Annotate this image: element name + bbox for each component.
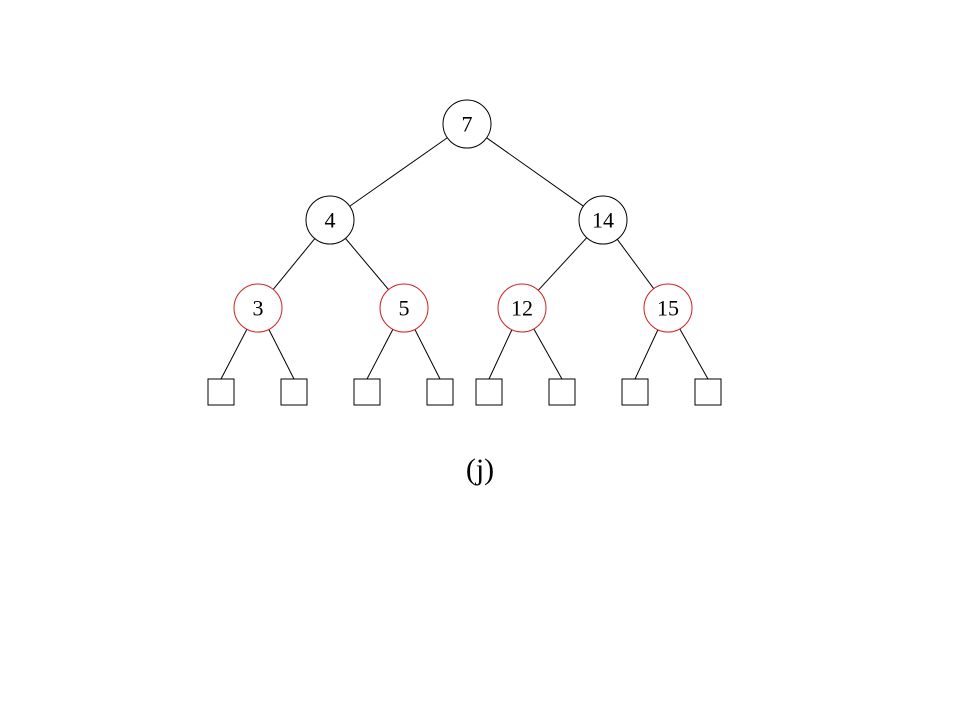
node-circle-5 [379, 283, 429, 333]
leaf-edge-5 [488, 329, 513, 380]
edge-n14-n15 [616, 239, 655, 289]
tree-node-3: 3 [233, 283, 283, 333]
tree-node-7: 7 [442, 99, 492, 149]
leaf-edge-2 [268, 329, 295, 380]
nil-leaf-1 [207, 378, 235, 406]
node-circle-12 [497, 283, 547, 333]
node-circle-14 [578, 195, 628, 245]
figure-caption: (j) [465, 453, 495, 486]
node-label-3: 3 [253, 296, 264, 321]
node-label-4: 4 [325, 208, 336, 233]
tree-nodes: 7 4 14 3 5 12 15 [233, 99, 693, 333]
tree-leaves [207, 378, 722, 406]
node-circle-3 [233, 283, 283, 333]
tree-node-4: 4 [305, 195, 355, 245]
nil-leaf-8 [694, 378, 722, 406]
node-label-15: 15 [657, 296, 679, 321]
leaf-edge-3 [366, 329, 394, 380]
edge-n7-n14 [486, 137, 584, 207]
nil-leaf-7 [621, 378, 649, 406]
nil-leaf-4 [426, 378, 454, 406]
nil-leaf-5 [475, 378, 503, 406]
tree-node-5: 5 [379, 283, 429, 333]
edge-n4-n3 [272, 238, 316, 290]
leaf-edge-1 [220, 329, 248, 380]
node-circle-15 [643, 283, 693, 333]
node-circle-7 [442, 99, 492, 149]
tree-node-12: 12 [497, 283, 547, 333]
nil-leaf-2 [280, 378, 308, 406]
tree-edges [220, 137, 709, 380]
tree-node-15: 15 [643, 283, 693, 333]
leaf-edge-8 [679, 328, 709, 380]
nil-leaf-3 [353, 378, 381, 406]
leaf-edge-6 [533, 328, 563, 380]
tree-node-14: 14 [578, 195, 628, 245]
node-label-14: 14 [592, 208, 614, 233]
node-label-5: 5 [399, 296, 410, 321]
leaf-edge-7 [634, 329, 659, 380]
edge-n4-n5 [345, 238, 389, 290]
node-label-7: 7 [462, 112, 473, 137]
edge-n14-n12 [537, 237, 588, 291]
leaf-edge-4 [414, 329, 441, 380]
node-label-12: 12 [511, 296, 533, 321]
nil-leaf-6 [548, 378, 576, 406]
edge-n7-n4 [349, 137, 448, 207]
node-circle-4 [305, 195, 355, 245]
